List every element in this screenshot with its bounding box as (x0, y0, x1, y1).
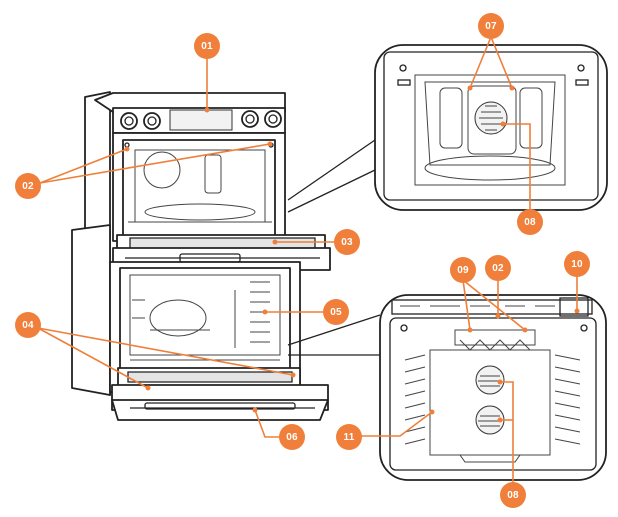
callout-02-badge: 02 (15, 173, 41, 199)
callout-08-badge-lower: 08 (500, 482, 526, 508)
callout-02-badge-lower: 02 (485, 255, 511, 281)
double-wall-oven-illustration (71, 91, 331, 421)
callout-01-badge: 01 (194, 33, 220, 59)
callout-10-badge: 10 (564, 251, 590, 277)
callout-04-badge: 04 (15, 312, 41, 338)
upper-cavity-detail (374, 44, 608, 211)
callout-08-badge: 08 (517, 209, 543, 235)
callout-06-badge: 06 (279, 424, 305, 450)
zoom-connector-lines (287, 139, 381, 356)
lower-cavity-detail (379, 294, 607, 481)
callout-09-badge: 09 (450, 257, 476, 283)
callout-07-badge: 07 (478, 13, 504, 39)
callout-05-badge: 05 (323, 299, 349, 325)
callout-11-badge: 11 (336, 424, 362, 450)
callout-03-badge: 03 (334, 229, 360, 255)
